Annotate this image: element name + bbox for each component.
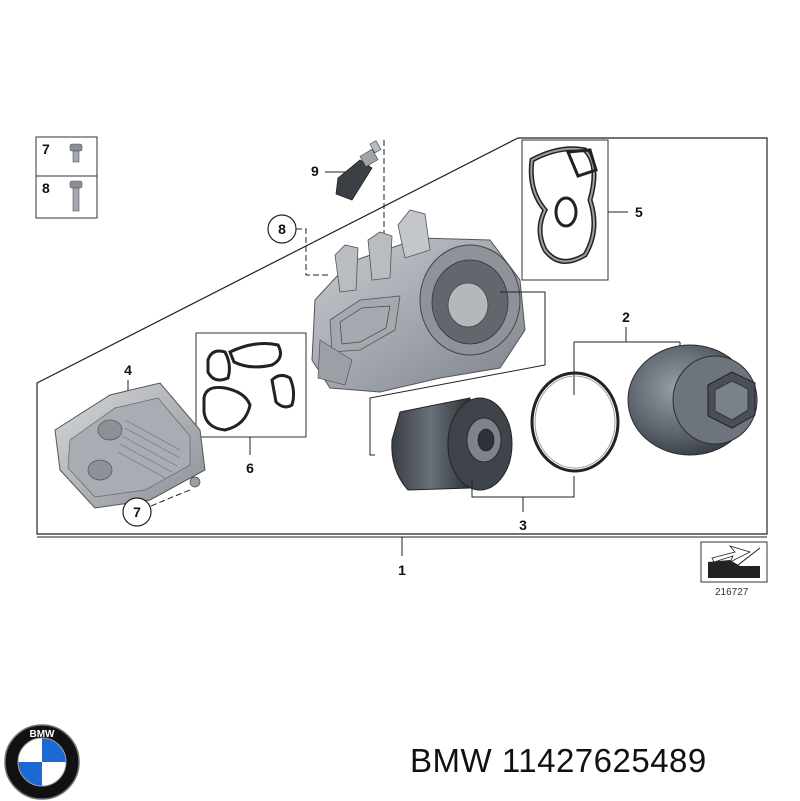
- long-bolt-icon: [69, 180, 83, 212]
- caption-brand: BMW: [410, 742, 493, 779]
- legend-row2-label: 8: [42, 180, 50, 196]
- callout-1-label: 1: [398, 562, 406, 578]
- bmw-logo: BMW: [4, 724, 80, 800]
- bolt-legend: 7 8: [35, 136, 98, 219]
- gasket-set-cooler-box: [195, 332, 307, 438]
- callout-8-leader: [296, 228, 330, 276]
- callout-3-label: 3: [519, 517, 527, 533]
- short-bolt-icon: [69, 143, 83, 163]
- assembly-frame: [36, 137, 768, 535]
- legend-row1-label: 7: [42, 141, 50, 157]
- oil-pressure-sensor: [335, 140, 382, 201]
- filter-housing-cap: [627, 344, 758, 456]
- callout-6-label: 6: [246, 460, 254, 476]
- oil-filter-housing: [311, 209, 526, 393]
- callout-9-label: 9: [311, 163, 319, 179]
- cooler-fins: [117, 419, 181, 479]
- callout-3-bracket: [471, 476, 575, 512]
- callout-8-label: 8: [278, 221, 286, 237]
- callout-7-label: 7: [133, 504, 141, 520]
- callout-5-label: 5: [635, 204, 643, 220]
- oil-cooler: [54, 382, 206, 509]
- callout-1-bracket: [37, 536, 767, 556]
- logo-text: BMW: [30, 729, 56, 740]
- gasket-set-top-box: [521, 139, 609, 281]
- caption-part-number: 11427625489: [501, 742, 707, 779]
- o-ring-highlight: [534, 375, 616, 469]
- o-ring: [530, 371, 620, 473]
- callout-2-bracket: [573, 327, 681, 395]
- callout-7-leader: [150, 489, 191, 507]
- part-caption: BMW 11427625489: [410, 742, 707, 780]
- diagram-number: 216727: [715, 587, 749, 598]
- housing-bracket: [369, 291, 546, 456]
- callout-2-label: 2: [622, 309, 630, 325]
- callout-7-circle: [122, 497, 152, 527]
- oil-filter-element: [391, 397, 513, 491]
- orientation-icon: [700, 541, 768, 583]
- callout-4-label: 4: [124, 362, 132, 378]
